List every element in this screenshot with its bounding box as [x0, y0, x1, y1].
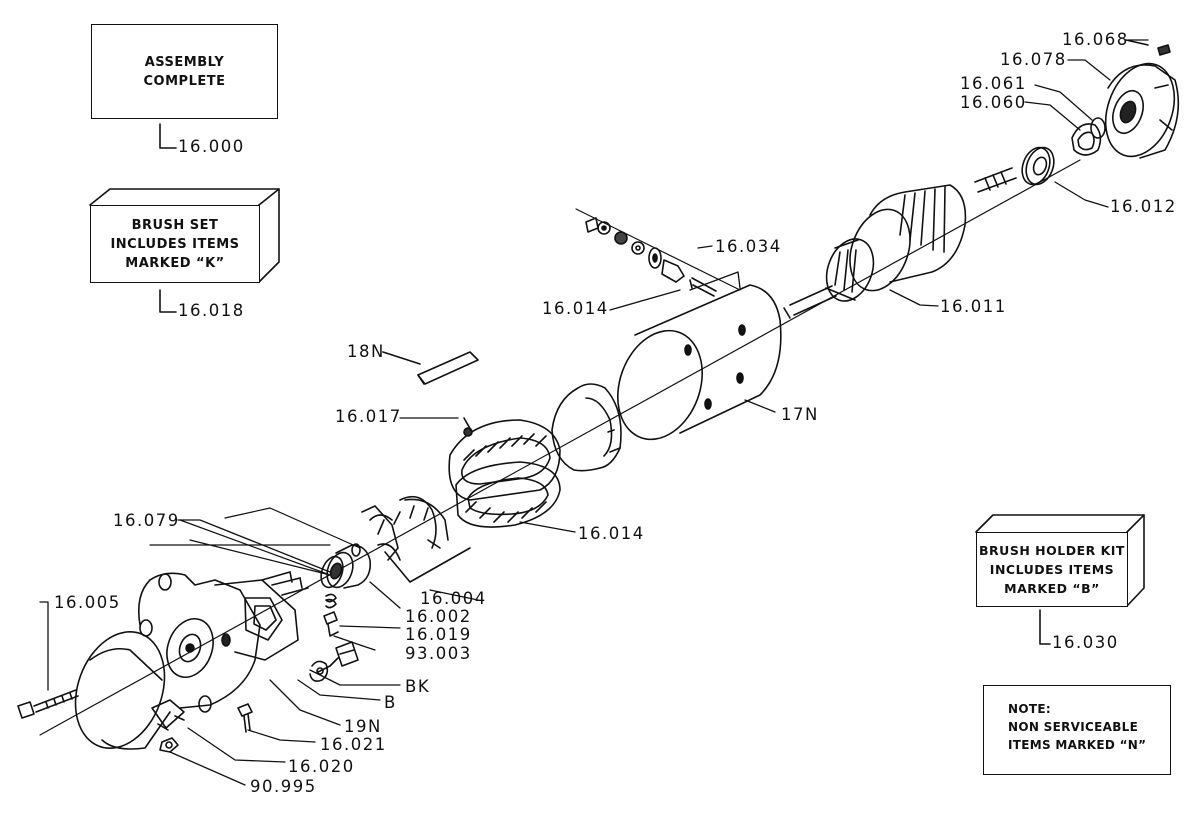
- strip-18N: [382, 351, 479, 385]
- brush-set-box: BRUSH SET INCLUDES ITEMS MARKED “K”: [90, 205, 260, 283]
- part-label-16019: 16.019: [405, 625, 472, 644]
- part-label-16060: 16.060: [960, 93, 1027, 112]
- end-housing-16079: [137, 507, 361, 713]
- note-box: NOTE: NON SERVICEABLE ITEMS MARKED “N”: [983, 685, 1171, 775]
- part-label-16002: 16.002: [405, 607, 472, 626]
- part-label-16011: 16.011: [940, 297, 1007, 316]
- frame-17N: [617, 284, 782, 441]
- part-label-16020: 16.020: [288, 757, 355, 776]
- bearing-16012: [1021, 146, 1055, 186]
- spring-16019: [323, 593, 339, 637]
- leader-16030: [1039, 609, 1051, 645]
- leader-16018: [159, 289, 177, 313]
- leaders: [39, 39, 1149, 786]
- part-label-16018: 16.018: [178, 301, 245, 320]
- nut-90995: [159, 737, 179, 753]
- part-label-16030: 16.030: [1052, 633, 1119, 652]
- part-label-16014-bolt: 16.014: [542, 299, 609, 318]
- screw-16005: [17, 689, 79, 719]
- brush-93003: [317, 641, 359, 673]
- brush-assembly-16004: [361, 495, 471, 583]
- hardware-16034: [575, 208, 741, 297]
- armature-16011: [783, 167, 1017, 319]
- field-coils-16014: [448, 417, 561, 528]
- screw-16068: [1125, 39, 1171, 56]
- washer-16060: [1071, 117, 1106, 156]
- part-label-16012: 16.012: [1110, 197, 1177, 216]
- leader-16000: [159, 123, 177, 149]
- part-label-BK: BK: [405, 677, 431, 696]
- part-label-16000: 16.000: [178, 137, 245, 156]
- part-label-16061: 16.061: [960, 74, 1027, 93]
- part-label-16017: 16.017: [335, 407, 402, 426]
- part-label-B: B: [384, 693, 397, 712]
- brush-set-box-3d: [89, 188, 280, 283]
- part-label-18N: 18N: [347, 342, 385, 361]
- part-label-16079: 16.079: [113, 511, 180, 530]
- screw-16021: [237, 703, 253, 733]
- part-label-16078: 16.078: [1000, 50, 1067, 69]
- part-label-16004: 16.004: [420, 589, 487, 608]
- part-label-90995: 90.995: [250, 777, 317, 796]
- part-label-16021: 16.021: [320, 735, 387, 754]
- brush-holder-kit-box: BRUSH HOLDER KIT INCLUDES ITEMS MARKED “…: [976, 532, 1128, 607]
- band-ring: [551, 383, 622, 472]
- band-19N: [74, 631, 185, 750]
- end-cap-16078: [1104, 62, 1180, 159]
- part-label-16034: 16.034: [715, 237, 782, 256]
- part-label-16068: 16.068: [1062, 30, 1129, 49]
- bearing-16002: [320, 543, 372, 589]
- brush-holder-box-3d: [975, 514, 1145, 607]
- part-label-17N: 17N: [781, 405, 819, 424]
- part-label-16014-coils: 16.014: [578, 524, 645, 543]
- part-label-19N: 19N: [344, 717, 382, 736]
- brush-holder-clip: [309, 660, 329, 682]
- part-label-93003: 93.003: [405, 644, 472, 663]
- assembly-complete-box: ASSEMBLY COMPLETE: [91, 24, 278, 119]
- part-label-16005: 16.005: [54, 593, 121, 612]
